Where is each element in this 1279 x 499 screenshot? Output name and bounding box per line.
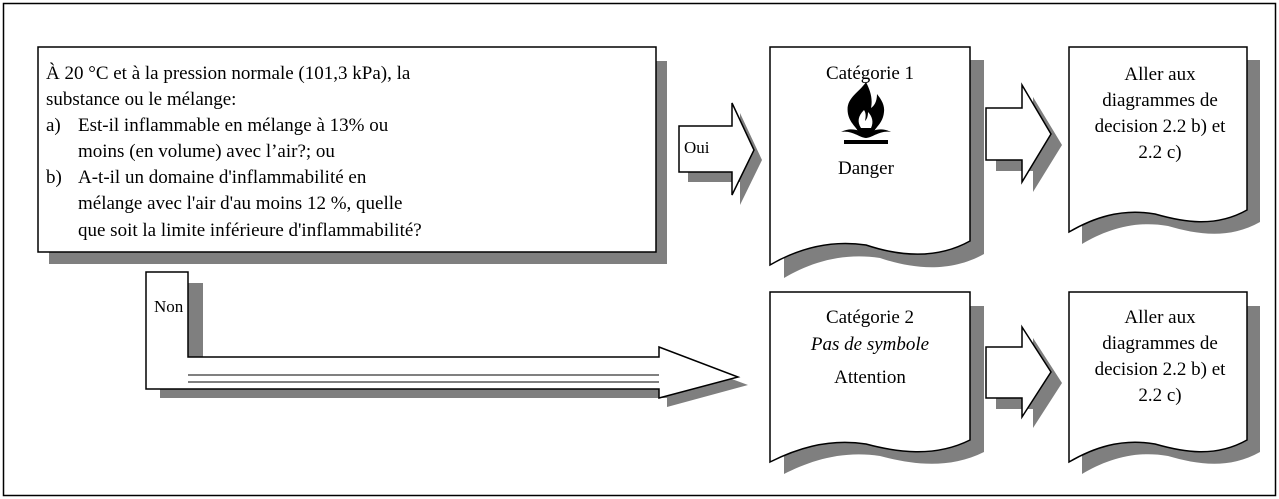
question-box-frame	[37, 46, 657, 253]
no-arrow: Non	[145, 271, 748, 407]
goto2-line2: diagrammes de	[1102, 333, 1218, 354]
arrow-to-goto1-shape	[985, 82, 1052, 185]
question-b-label: b)	[46, 167, 62, 188]
no-arrow-shape	[145, 271, 741, 399]
question-intro-line2: substance ou le mélange:	[46, 89, 236, 110]
category1-title: Catégorie 1	[826, 63, 914, 84]
goto2-line3: decision 2.2 b) et	[1095, 359, 1227, 380]
yes-arrow: Oui	[678, 102, 762, 205]
arrow-to-goto1	[985, 82, 1062, 192]
question-a-label: a)	[46, 115, 61, 136]
category2-symbol-note: Pas de symbole	[810, 334, 929, 355]
category2-signal-word: Attention	[834, 367, 906, 388]
category2-box: Catégorie 2 Pas de symbole Attention	[769, 291, 984, 474]
question-a-line2: moins (en volume) avec l’air?; ou	[78, 141, 335, 162]
question-b-line1: A-t-il un domaine d'inflammabilité en	[78, 167, 367, 188]
flame-pictogram-icon	[841, 82, 891, 144]
category1-box: Catégorie 1 Danger	[769, 46, 984, 278]
goto1-line1: Aller aux	[1124, 64, 1196, 85]
question-a-line1: Est-il inflammable en mélange à 13% ou	[78, 115, 389, 136]
yes-arrow-shape	[678, 102, 755, 196]
goto2-box: Aller aux diagrammes de decision 2.2 b) …	[1068, 291, 1260, 474]
goto1-line2: diagrammes de	[1102, 90, 1218, 111]
goto1-line3: decision 2.2 b) et	[1095, 116, 1227, 137]
goto1-frame	[1068, 46, 1248, 234]
question-b-line3: que soit la limite inférieure d'inflamma…	[78, 220, 422, 241]
arrow-to-goto2-shape	[985, 324, 1052, 420]
question-b-line2: mélange avec l'air d'au moins 12 %, quel…	[78, 193, 402, 214]
question-box: À 20 °C et à la pression normale (101,3 …	[37, 46, 667, 264]
goto2-line1: Aller aux	[1124, 307, 1196, 328]
goto2-line4: 2.2 c)	[1138, 385, 1181, 406]
question-intro-line1: À 20 °C et à la pression normale (101,3 …	[46, 62, 411, 84]
arrow-to-goto2	[985, 324, 1062, 428]
category1-signal-word: Danger	[838, 158, 895, 179]
yes-label: Oui	[684, 138, 710, 157]
category2-frame	[769, 291, 971, 464]
goto2-frame	[1068, 291, 1248, 464]
no-label: Non	[154, 297, 184, 316]
category2-title: Catégorie 2	[826, 307, 914, 328]
category1-frame	[769, 46, 971, 267]
goto1-line4: 2.2 c)	[1138, 142, 1181, 163]
goto1-box: Aller aux diagrammes de decision 2.2 b) …	[1068, 46, 1260, 244]
